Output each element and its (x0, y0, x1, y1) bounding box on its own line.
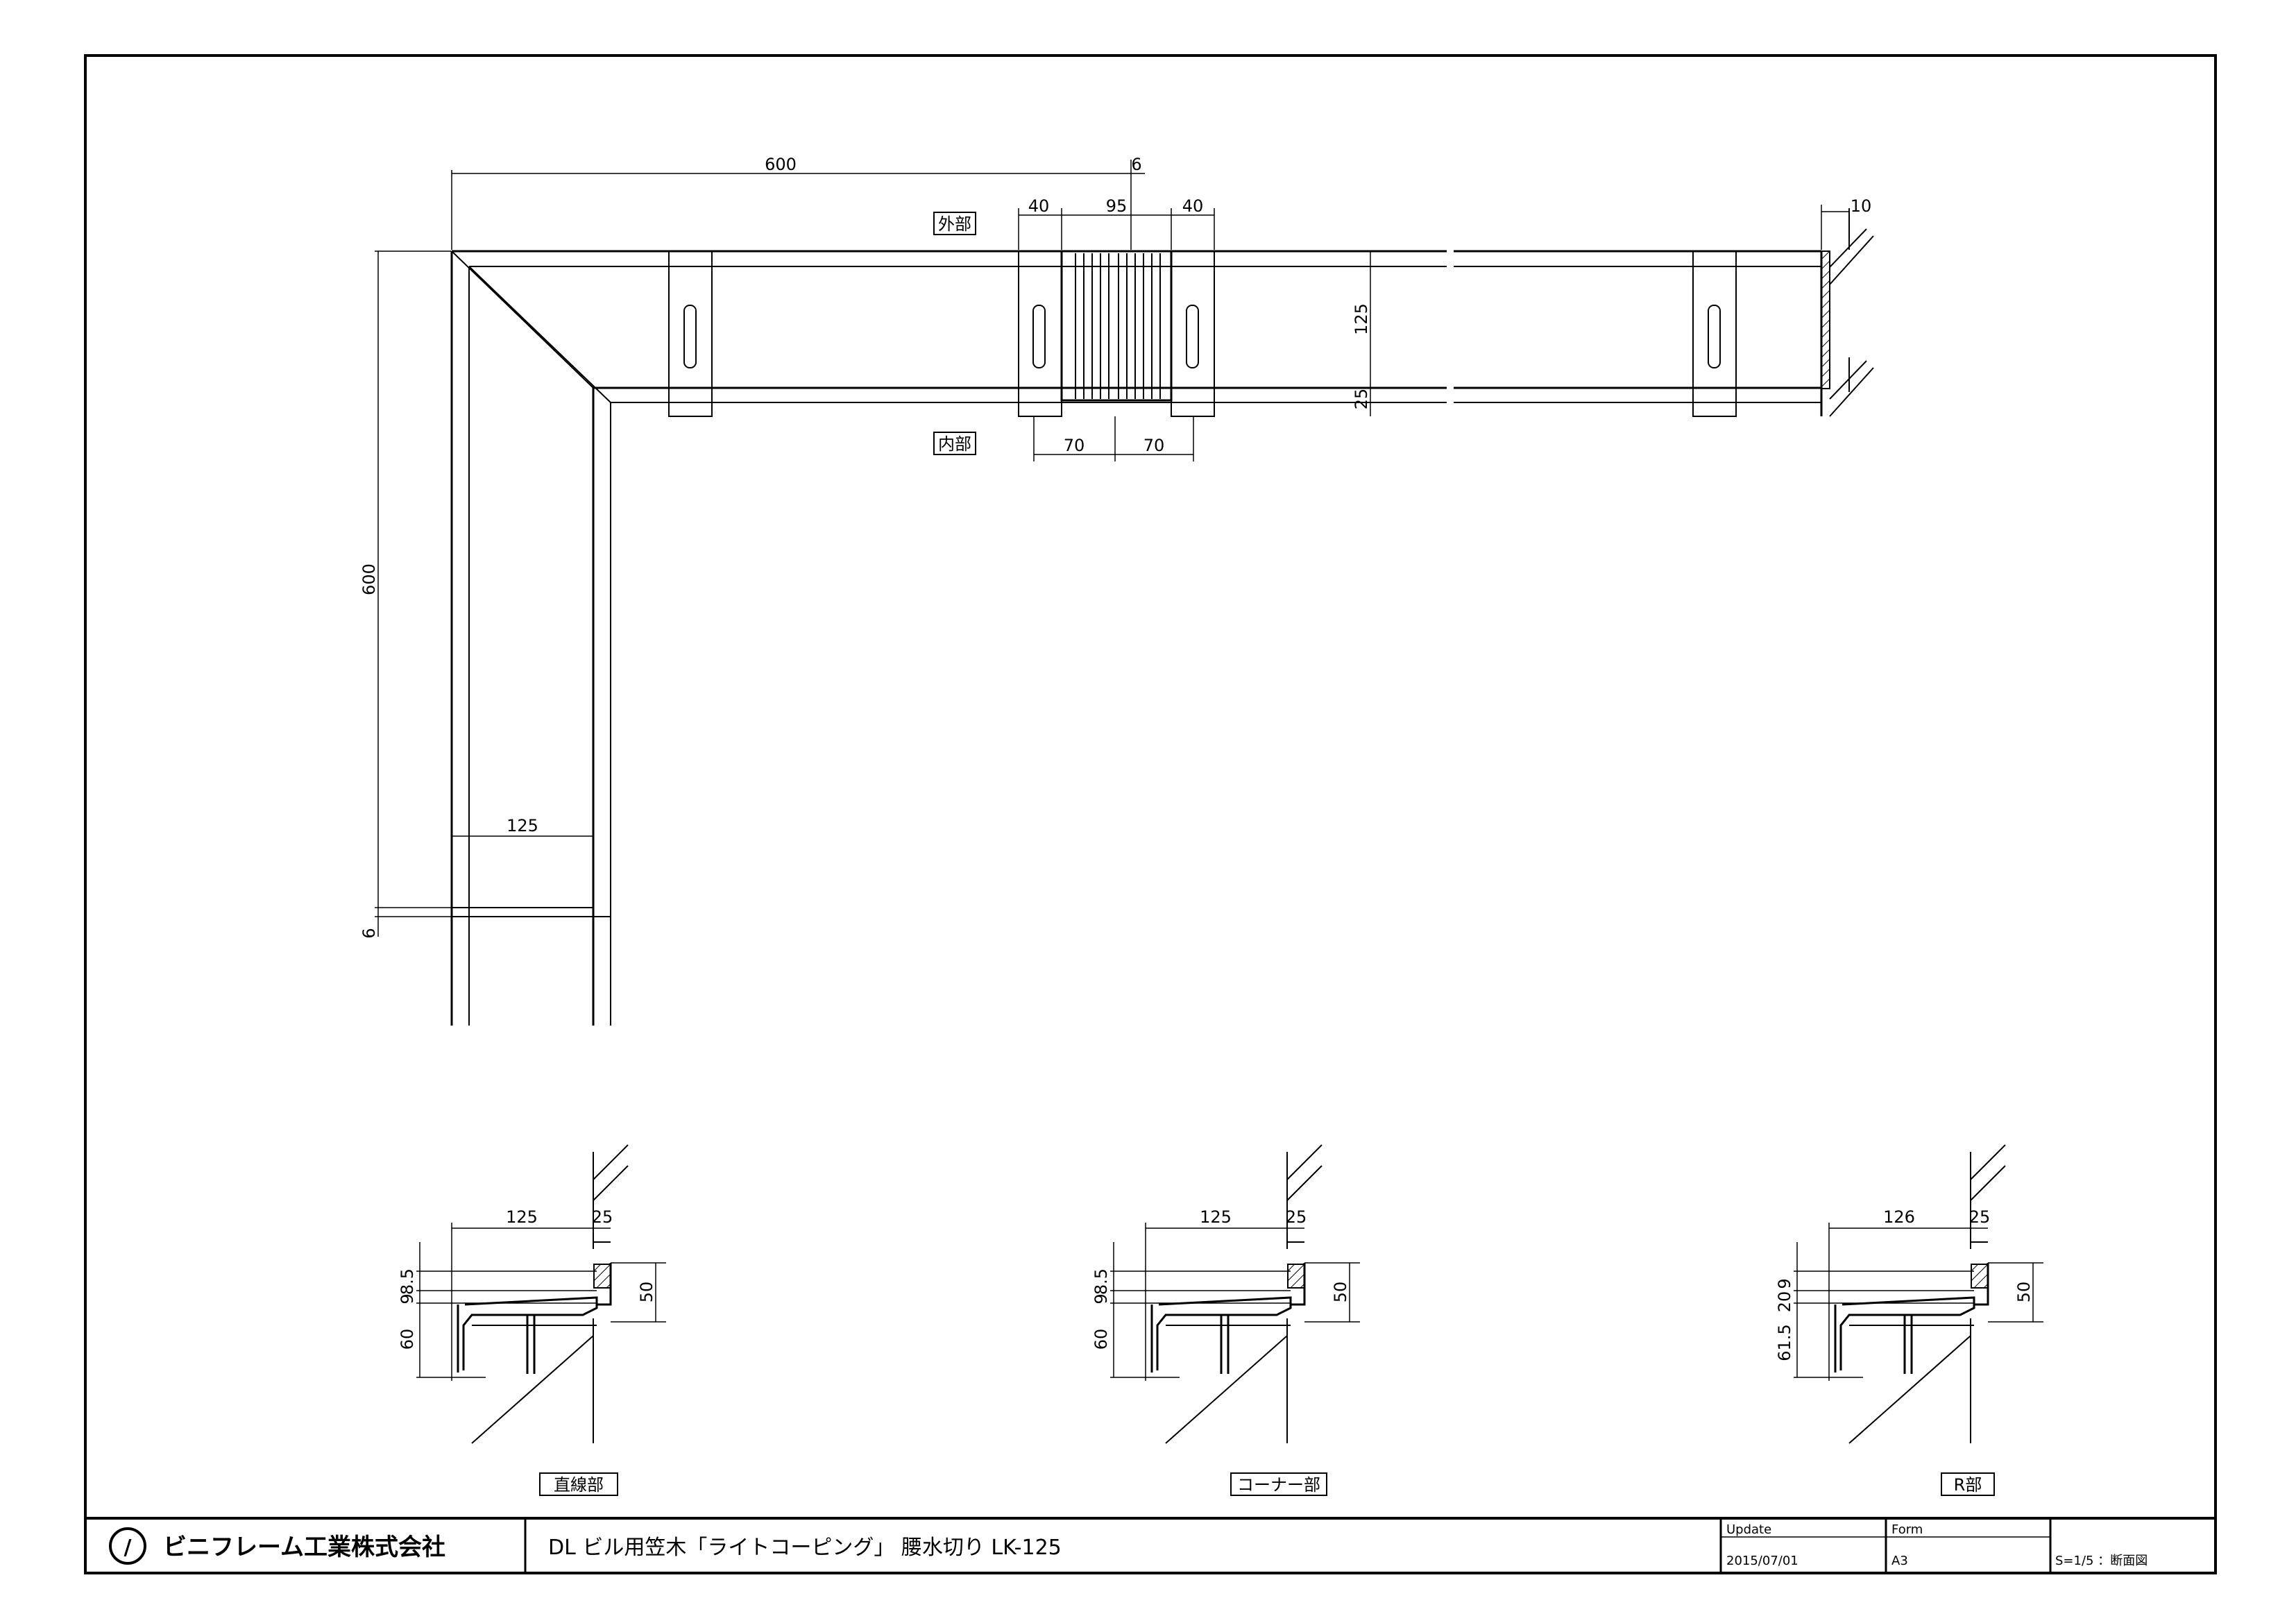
svg-text:50: 50 (2014, 1282, 2034, 1303)
dim-left-6: 6 (359, 928, 379, 938)
svg-text:9: 9 (1091, 1293, 1111, 1304)
dim-top-40b: 40 (1182, 196, 1204, 216)
svg-text:60: 60 (398, 1329, 417, 1350)
label-corner: コーナー部 (1230, 1472, 1327, 1496)
bracket-3 (1171, 250, 1215, 417)
section-text-corner: 125 25 8.5 9 60 50 (1091, 1207, 1350, 1350)
dim-top-95: 95 (1106, 196, 1128, 216)
dim-bottom-70b: 70 (1143, 436, 1165, 455)
svg-text:内部: 内部 (938, 434, 971, 454)
svg-text:50: 50 (1331, 1282, 1350, 1303)
drawing-frame (84, 54, 2217, 1574)
label-inner: 内部 (933, 432, 976, 455)
title-block (85, 1517, 2216, 1573)
form-label: Form (1891, 1522, 1923, 1537)
svg-text:/: / (124, 1536, 132, 1560)
label-round: R部 (1941, 1472, 1995, 1496)
dim-inner-125: 125 (507, 816, 538, 835)
svg-text:8.5: 8.5 (1091, 1268, 1111, 1295)
plan-dimension-text: 600 6 40 95 40 10 125 25 70 70 600 6 125 (359, 155, 1871, 939)
section-text-round: 126 25 9 20 61.5 50 (1775, 1207, 2034, 1361)
svg-text:8.5: 8.5 (398, 1268, 417, 1295)
company-name: ビニフレーム工業株式会社 (163, 1533, 445, 1561)
dim-top-10: 10 (1851, 196, 1872, 216)
label-straight: 直線部 (539, 1472, 618, 1496)
svg-text:25: 25 (1969, 1207, 1991, 1227)
bracket-4 (1692, 250, 1737, 417)
dim-v-125: 125 (1352, 303, 1371, 335)
svg-text:9: 9 (398, 1293, 417, 1304)
svg-text:61.5: 61.5 (1775, 1324, 1794, 1361)
section-view-round (1792, 1144, 2045, 1445)
svg-text:50: 50 (637, 1282, 656, 1303)
svg-text:125: 125 (506, 1207, 538, 1227)
joint-plate (1060, 250, 1173, 402)
update-label: Update (1726, 1522, 1771, 1537)
update-value: 2015/07/01 (1726, 1554, 1798, 1568)
bracket-1 (668, 250, 713, 417)
drawing-title: DL ビル用笠木「ライトコーピング」 腰水切り LK-125 (548, 1536, 1062, 1560)
dim-top-600: 600 (765, 155, 797, 174)
svg-text:9: 9 (1775, 1278, 1794, 1289)
dim-top-40a: 40 (1028, 196, 1050, 216)
svg-text:25: 25 (1286, 1207, 1307, 1227)
company-logo: / (109, 1527, 146, 1565)
label-outer: 外部 (933, 212, 976, 235)
dim-v-25: 25 (1352, 389, 1371, 410)
section-text-straight: 125 25 8.5 9 60 50 (398, 1207, 656, 1350)
dim-left-600: 600 (359, 563, 379, 595)
scale-text: S=1/5 ：断面図 (2055, 1554, 2148, 1568)
bracket-2 (1018, 250, 1062, 417)
svg-text:外部: 外部 (938, 214, 971, 234)
svg-text:20: 20 (1775, 1291, 1794, 1313)
section-view-straight (416, 1144, 666, 1444)
svg-text:コーナー部: コーナー部 (1237, 1475, 1320, 1495)
svg-text:直線部: 直線部 (554, 1475, 604, 1495)
svg-text:R部: R部 (1954, 1475, 1982, 1495)
svg-text:60: 60 (1091, 1329, 1111, 1350)
section-view-corner (1109, 1144, 1361, 1445)
plan-view (375, 160, 1874, 1026)
svg-text:25: 25 (592, 1207, 613, 1227)
dim-bottom-70a: 70 (1064, 436, 1085, 455)
form-value: A3 (1891, 1554, 1908, 1568)
svg-text:126: 126 (1883, 1207, 1915, 1227)
dim-top-6: 6 (1131, 155, 1141, 174)
svg-text:125: 125 (1200, 1207, 1232, 1227)
